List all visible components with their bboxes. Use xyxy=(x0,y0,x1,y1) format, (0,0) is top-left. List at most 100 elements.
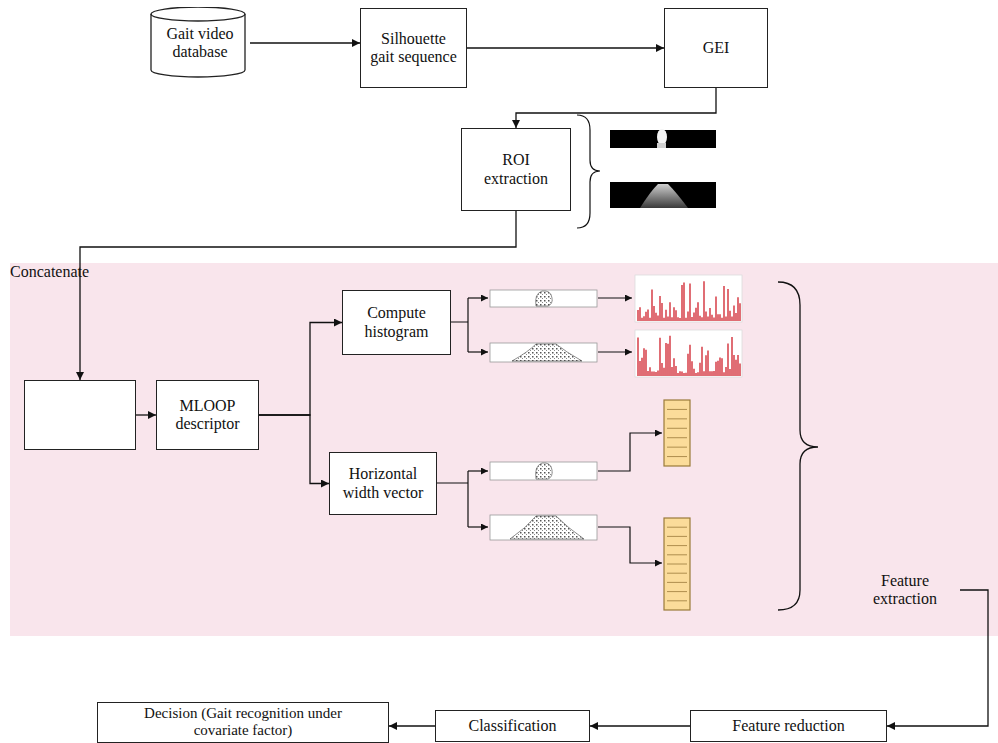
histogram-bar xyxy=(693,369,694,376)
histogram-bar xyxy=(663,318,664,321)
histogram-bar xyxy=(671,317,672,321)
drawing-stroke xyxy=(635,275,742,322)
process-box: Compute histogram xyxy=(342,290,451,355)
flow-arrow xyxy=(389,725,435,726)
drawing-stroke xyxy=(490,290,597,307)
histogram-bar xyxy=(715,362,716,376)
feature-band: Feature extraction MLOOP descriptor Comput… xyxy=(10,263,998,636)
histogram-bar xyxy=(657,316,658,321)
flow-arrow xyxy=(136,414,156,415)
histogram-bar xyxy=(669,336,670,376)
histogram-bar xyxy=(701,317,702,321)
histogram-bar xyxy=(721,358,722,376)
histogram-bar xyxy=(735,360,736,376)
histogram-bar xyxy=(649,318,650,321)
drawing-stroke xyxy=(512,344,582,361)
histogram-bar xyxy=(697,302,698,321)
histogram-bar xyxy=(693,312,694,321)
flow-arrow xyxy=(887,590,988,726)
histogram-bar xyxy=(637,310,638,321)
vector-cell xyxy=(667,554,687,555)
histogram-bar xyxy=(703,371,704,376)
vector-cell xyxy=(667,564,687,565)
histogram-bar xyxy=(719,358,720,376)
histogram-bar xyxy=(737,297,738,321)
process-box: Decision (Gait recognition under covaria… xyxy=(97,702,389,743)
histogram-bar xyxy=(681,371,682,376)
vector-cell xyxy=(667,527,687,528)
vector-cell xyxy=(667,428,687,429)
node-label: Feature reduction xyxy=(732,717,844,735)
histogram-bar xyxy=(677,373,678,376)
histogram-bar xyxy=(663,368,664,376)
histogram-bar xyxy=(673,307,674,321)
histogram-bar xyxy=(711,371,712,376)
drawing-stroke xyxy=(635,330,742,377)
histogram-bar xyxy=(705,312,706,321)
histogram-bar xyxy=(643,316,644,321)
histogram-bar xyxy=(651,372,652,376)
histogram-bar xyxy=(697,372,698,376)
histogram-bar xyxy=(669,302,670,321)
drawing-stroke xyxy=(610,130,716,148)
vector-cell xyxy=(667,456,687,457)
drawing-stroke xyxy=(536,463,553,479)
process-box: Feature extraction xyxy=(24,380,136,450)
histogram-bar xyxy=(647,309,648,321)
histogram-bar xyxy=(667,344,668,376)
node-label: MLOOP descriptor xyxy=(163,397,252,434)
histogram-bar xyxy=(651,289,652,321)
histogram-bar xyxy=(695,308,696,321)
histogram-bar xyxy=(717,361,718,376)
drawing-stroke xyxy=(490,515,597,540)
vector-cell xyxy=(667,536,687,537)
histogram-bar xyxy=(643,348,644,376)
histogram-bar xyxy=(735,313,736,321)
drawing-stroke xyxy=(468,351,488,352)
drawing-stroke xyxy=(657,129,667,145)
brace xyxy=(577,115,600,228)
node-label: ROI extraction xyxy=(474,151,558,188)
drawing-stroke xyxy=(598,351,632,352)
histogram-bar xyxy=(665,310,666,321)
histogram-bar xyxy=(695,373,696,376)
node-label: Silhouette gait sequence xyxy=(369,30,458,67)
histogram-bar xyxy=(713,317,714,321)
drawing-stroke xyxy=(598,527,662,563)
histogram-bar xyxy=(661,363,662,376)
drawing-stroke xyxy=(468,470,488,471)
histogram-bar xyxy=(687,312,688,321)
histogram-bar xyxy=(725,316,726,321)
vector-cell xyxy=(667,545,687,546)
histogram-bar xyxy=(727,289,728,321)
node-label: Horizontal width vector xyxy=(336,465,430,502)
histogram-bar xyxy=(707,316,708,321)
vector-cell xyxy=(667,418,687,419)
histogram-bar xyxy=(683,373,684,376)
histogram-bar xyxy=(679,371,680,376)
node-label: Gait video database xyxy=(155,25,245,62)
histogram-bar xyxy=(653,306,654,321)
histogram-bar xyxy=(683,282,684,321)
histogram-bar xyxy=(659,296,660,321)
drawing-stroke xyxy=(598,297,632,298)
flow-arrow xyxy=(80,211,516,380)
histogram-bar xyxy=(717,314,718,321)
process-box: Classification xyxy=(435,710,590,742)
histogram-bar xyxy=(639,307,640,321)
histogram-bar xyxy=(725,367,726,376)
histogram-bar xyxy=(685,318,686,321)
histogram-bar xyxy=(647,371,648,376)
width-vector xyxy=(664,400,690,466)
merge-label: Concatenate xyxy=(10,263,89,281)
histogram-bar xyxy=(673,358,674,376)
width-vector xyxy=(664,518,690,610)
drawing-stroke xyxy=(640,184,688,208)
histogram-bar xyxy=(637,338,638,376)
database-cylinder: Gait video database xyxy=(150,7,250,80)
histogram-bar xyxy=(667,316,668,321)
drawing-stroke xyxy=(664,518,690,610)
